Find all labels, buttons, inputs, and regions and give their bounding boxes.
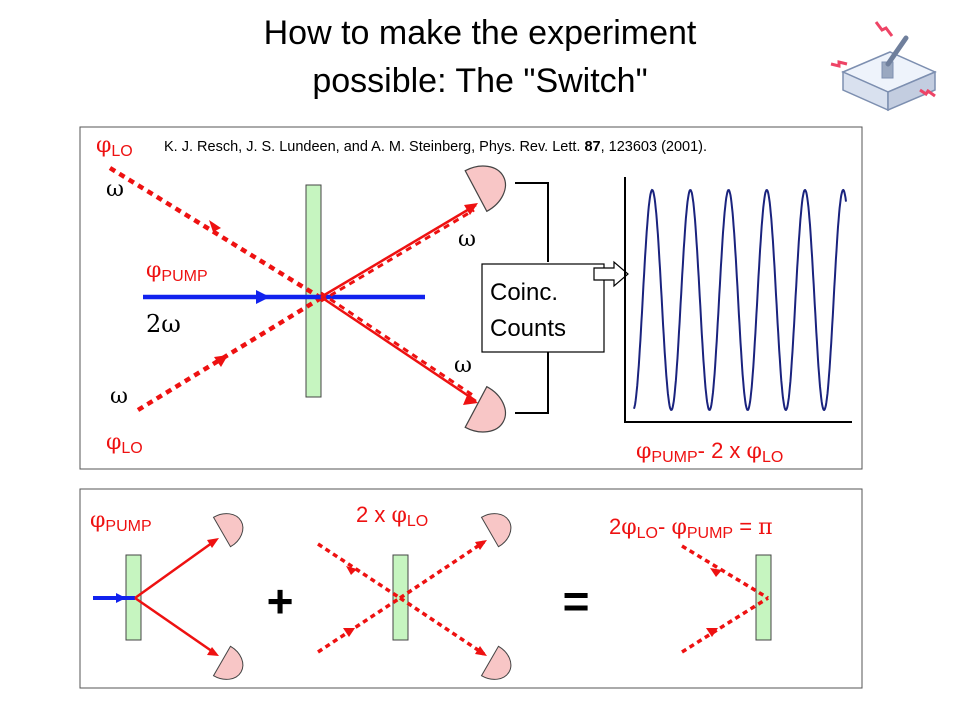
lo-beam-small-lower-in bbox=[317, 596, 401, 654]
lo-beam-upper-in bbox=[108, 166, 323, 300]
axis-minus-two-x: - 2 x bbox=[698, 438, 747, 463]
pump-subscript: PUMP bbox=[161, 268, 207, 285]
two-omega-label: 2ω bbox=[146, 310, 181, 338]
lo-arrow-small-upper-in bbox=[346, 566, 357, 575]
output-beam-upper-solid bbox=[320, 203, 477, 299]
result-arrow-lower bbox=[706, 628, 718, 637]
citation: K. J. Resch, J. S. Lundeen, and A. M. St… bbox=[164, 139, 707, 155]
phi-symbol: φ bbox=[636, 439, 651, 464]
phi-lo-label-top: φLO bbox=[96, 133, 133, 160]
detector-wire-upper bbox=[515, 182, 549, 262]
citation-rest: , 123603 (2001). bbox=[601, 139, 707, 155]
phi-symbol: φ bbox=[671, 515, 686, 540]
result-beam-upper bbox=[681, 544, 769, 600]
detector-small-upper-2 bbox=[480, 513, 512, 548]
phi-pump-label-top: φPUMP bbox=[146, 258, 208, 285]
switch-clipart-icon bbox=[830, 21, 937, 112]
phi-symbol: φ bbox=[747, 439, 762, 464]
phi-pump-label-bottom: φPUMP bbox=[90, 508, 152, 535]
detector-small-upper-1 bbox=[212, 513, 244, 548]
lo-subscript: LO bbox=[637, 525, 658, 542]
coefficient-two: 2 bbox=[609, 514, 621, 539]
omega-label-lower-right: ω bbox=[454, 353, 472, 378]
phi-symbol: φ bbox=[391, 503, 406, 528]
plot-axis-label: φPUMP- 2 x φLO bbox=[636, 438, 783, 466]
pump-arrow-small bbox=[116, 593, 126, 603]
equals-pi-sign: = bbox=[733, 514, 758, 539]
lo-subscript: LO bbox=[407, 513, 428, 530]
lo-arrow-small-lower-in bbox=[343, 628, 355, 637]
omega-label-upper-right: ω bbox=[458, 227, 476, 252]
detector-small-lower-2 bbox=[480, 645, 512, 680]
detector-wire-lower bbox=[515, 352, 549, 414]
phase-condition-label: 2φLO- φPUMP = π bbox=[609, 514, 773, 542]
lo-arrow-small-lower-out bbox=[475, 646, 487, 656]
lo-beam-small-upper-in bbox=[317, 542, 401, 600]
output-beam-lower-solid bbox=[320, 295, 477, 403]
equals-sign: = bbox=[563, 575, 590, 627]
lo-arrow-lower-in bbox=[214, 355, 228, 367]
crystal-result-case bbox=[755, 554, 772, 641]
output-arrow-lower bbox=[463, 393, 478, 405]
down-converted-beam-lower bbox=[134, 596, 217, 656]
coinc-label-line-1: Coinc. bbox=[490, 279, 558, 306]
omega-label-upper-left: ω bbox=[106, 177, 124, 202]
pump-subscript: PUMP bbox=[687, 525, 733, 542]
lo-beam-small-lower-out bbox=[399, 596, 485, 656]
lo-arrow-small-upper-out bbox=[475, 540, 487, 550]
phi-symbol: φ bbox=[106, 430, 121, 455]
phi-symbol: φ bbox=[146, 258, 161, 283]
phi-lo-label-bottom: φLO bbox=[106, 430, 143, 457]
phi-symbol: φ bbox=[96, 133, 111, 158]
lo-subscript: LO bbox=[111, 143, 132, 160]
slide-title-line-1: How to make the experiment bbox=[264, 14, 697, 52]
minus-sign: - bbox=[658, 514, 671, 539]
coinc-label-line-2: Counts bbox=[490, 315, 566, 342]
two-x-prefix: 2 x bbox=[356, 502, 391, 527]
phi-symbol: φ bbox=[90, 508, 105, 533]
lo-subscript: LO bbox=[762, 449, 783, 466]
detector-upper bbox=[464, 165, 507, 213]
phi-symbol: φ bbox=[621, 515, 636, 540]
pi-symbol: π bbox=[758, 515, 772, 540]
lo-beam-lower-in bbox=[136, 296, 323, 412]
omega-label-lower-left: ω bbox=[110, 384, 128, 409]
two-x-phi-lo-label: 2 x φLO bbox=[356, 502, 428, 530]
slide-title-line-2: possible: The "Switch" bbox=[312, 62, 647, 100]
down-converted-arrow-upper bbox=[207, 538, 219, 548]
pump-arrow bbox=[256, 290, 270, 304]
lo-beam-small-upper-out bbox=[399, 540, 485, 600]
output-arrow-upper bbox=[464, 203, 478, 215]
plus-sign: + bbox=[267, 575, 294, 627]
coincidence-counter-box bbox=[481, 263, 605, 353]
output-beam-lower-dashed bbox=[320, 291, 475, 398]
citation-volume: 87 bbox=[584, 139, 600, 155]
result-beam-lower bbox=[681, 596, 769, 654]
pump-subscript: PUMP bbox=[651, 449, 697, 466]
detector-small-lower-1 bbox=[212, 645, 244, 680]
lo-arrow-upper-in bbox=[209, 220, 221, 232]
result-arrow-upper bbox=[710, 568, 722, 577]
down-converted-arrow-lower bbox=[207, 647, 219, 656]
output-beam-upper-dashed bbox=[320, 208, 475, 303]
output-to-plot-arrow bbox=[593, 260, 629, 288]
pump-subscript: PUMP bbox=[105, 518, 151, 535]
fringe-plot bbox=[624, 177, 852, 423]
detector-lower bbox=[464, 385, 507, 433]
citation-authors: K. J. Resch, J. S. Lundeen, and A. M. St… bbox=[164, 139, 584, 155]
interference-fringe-curve bbox=[633, 188, 847, 412]
down-converted-beam-upper bbox=[134, 538, 217, 600]
lo-subscript: LO bbox=[121, 440, 142, 457]
